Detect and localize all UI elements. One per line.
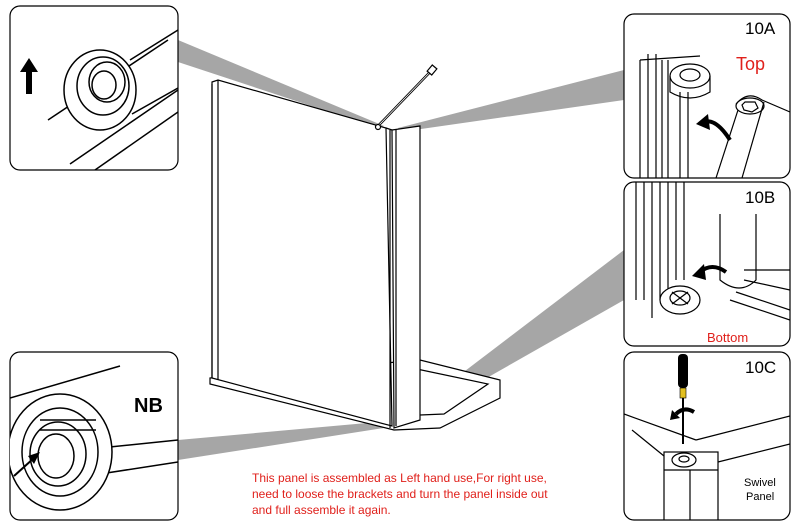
- up-arrow-icon: [20, 58, 38, 94]
- curved-arrow-icon: [696, 114, 732, 142]
- assembly-note: This panel is assembled as Left hand use…: [252, 470, 612, 518]
- wedge-bottom-left: [178, 422, 384, 460]
- note-line: need to loose the brackets and turn the …: [252, 487, 548, 501]
- screwdriver-icon: [678, 354, 688, 444]
- curved-arrow-icon: [692, 264, 728, 280]
- callout-top-left: [9, 5, 179, 171]
- shower-screen-drawing: [209, 64, 501, 431]
- pointer-arrow-icon: [13, 452, 40, 477]
- callout-10b: 10B Bottom: [623, 181, 791, 347]
- nb-label: NB: [134, 395, 163, 417]
- callout-10a: 10A Top: [623, 13, 791, 179]
- callout-10c: 10C Swivel Panel: [623, 351, 791, 521]
- note-line: and full assemble it again.: [252, 503, 391, 517]
- step-label-10b: 10B: [745, 188, 775, 207]
- swivel-glass-panel: [391, 125, 421, 429]
- wedge-top-left: [178, 40, 384, 128]
- top-label: Top: [736, 54, 765, 74]
- step-label-10c: 10C: [745, 358, 776, 377]
- swivel-label: Swivel: [744, 477, 776, 489]
- rotate-arrow-icon: [670, 407, 696, 420]
- bottom-label: Bottom: [707, 330, 748, 345]
- note-line: This panel is assembled as Left hand use…: [252, 471, 547, 485]
- wedge-right-a: [398, 70, 624, 132]
- callout-bottom-left: NB: [9, 351, 179, 521]
- main-glass-panel: [211, 79, 393, 427]
- panel-label: Panel: [746, 491, 774, 503]
- step-label-10a: 10A: [745, 19, 776, 38]
